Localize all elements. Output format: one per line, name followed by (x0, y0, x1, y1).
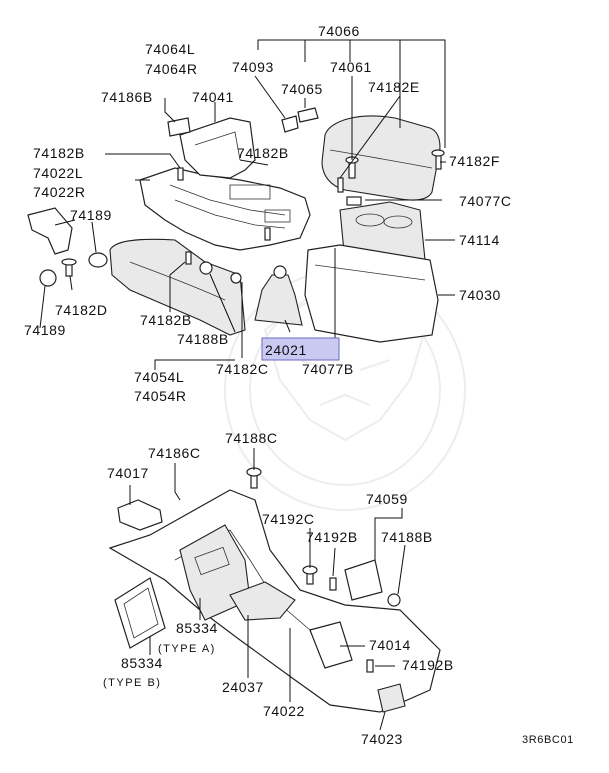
clip-74189 (39, 269, 57, 287)
label-74189: 74189 (24, 322, 66, 338)
screw-74192C (302, 565, 318, 585)
bracket-74017 (117, 499, 163, 531)
label-85334: 85334 (121, 655, 163, 671)
label-74182D: 74182D (55, 302, 108, 318)
label-74023: 74023 (361, 731, 403, 747)
label-74186C: 74186C (148, 445, 201, 461)
screw-74182E (337, 177, 344, 193)
trim-piece-74189 (27, 207, 73, 255)
label-74041: 74041 (192, 89, 234, 105)
label-74182B: 74182B (33, 145, 85, 161)
label-74017: 74017 (107, 465, 149, 481)
label-74186B: 74186B (101, 89, 153, 105)
label-74064L: 74064L (145, 41, 195, 57)
label-24037: 24037 (222, 679, 264, 695)
lid-74023 (377, 683, 406, 713)
label-74188B: 74188B (177, 331, 229, 347)
leader-lines (39, 39, 455, 731)
unit-74014 (309, 621, 353, 669)
panel-type-b (114, 577, 166, 649)
label-74188C: 74188C (225, 430, 278, 446)
label-74189: 74189 (70, 207, 112, 223)
label-74114: 74114 (459, 232, 500, 248)
console-side-trim (109, 238, 246, 336)
shift-boot (254, 274, 303, 326)
clip-74188B (199, 261, 213, 275)
label-74192B: 74192B (402, 657, 454, 673)
label-74182F: 74182F (449, 153, 500, 169)
label-type-b: (TYPE B) (103, 677, 161, 689)
clip-74188B-lower (387, 593, 401, 607)
hinge-74093 (281, 115, 299, 133)
rear-support-bracket (179, 117, 256, 179)
bracket-74059 (344, 559, 383, 601)
console-frame (139, 167, 311, 251)
tray-24037 (229, 581, 296, 621)
screw-74182D (61, 258, 77, 277)
label-74093: 74093 (232, 59, 274, 75)
bracket-74064 (167, 117, 191, 137)
screw-74192B (329, 577, 374, 673)
shift-knob (273, 265, 287, 279)
screw-74182B (177, 167, 271, 265)
label-type-a: (TYPE A) (158, 643, 216, 655)
label-74188B: 74188B (381, 529, 433, 545)
label-74182E: 74182E (368, 79, 420, 95)
label-74077B: 74077B (302, 361, 354, 377)
console-box (304, 244, 439, 343)
screw-74182F (431, 149, 445, 170)
label-74077C: 74077C (459, 193, 512, 209)
label-74054L: 74054L (134, 369, 184, 385)
label-74054R: 74054R (134, 388, 187, 404)
upper-console-parts (27, 107, 445, 343)
label-74065: 74065 (281, 81, 323, 97)
label-74014: 74014 (369, 637, 411, 653)
diagram-code: 3R6BC01 (522, 734, 574, 746)
label-74022: 74022 (263, 703, 305, 719)
label-74192C: 74192C (262, 511, 315, 527)
label-74066: 74066 (318, 23, 360, 39)
screw-74182C (230, 272, 242, 284)
grommet (88, 252, 108, 268)
screw-74188C (246, 467, 262, 489)
part-labels: 74066 74064L 74064R 74093 74061 74065 74… (24, 23, 574, 747)
label-24021: 24021 (265, 342, 307, 358)
label-74059: 74059 (366, 491, 408, 507)
highlight-box-24021 (261, 337, 340, 361)
label-74064R: 74064R (145, 61, 198, 77)
label-74182C: 74182C (216, 361, 269, 377)
lock-74065 (297, 107, 319, 123)
label-74182B: 74182B (237, 145, 289, 161)
label-74022R: 74022R (33, 184, 86, 200)
label-85334: 85334 (176, 620, 218, 636)
label-74192B: 74192B (306, 529, 358, 545)
label-74022L: 74022L (33, 165, 83, 181)
clip-74077C (346, 196, 362, 206)
label-74061: 74061 (330, 59, 372, 75)
label-74182B: 74182B (140, 312, 192, 328)
lower-console-parts (108, 467, 441, 713)
label-74030: 74030 (459, 287, 501, 303)
